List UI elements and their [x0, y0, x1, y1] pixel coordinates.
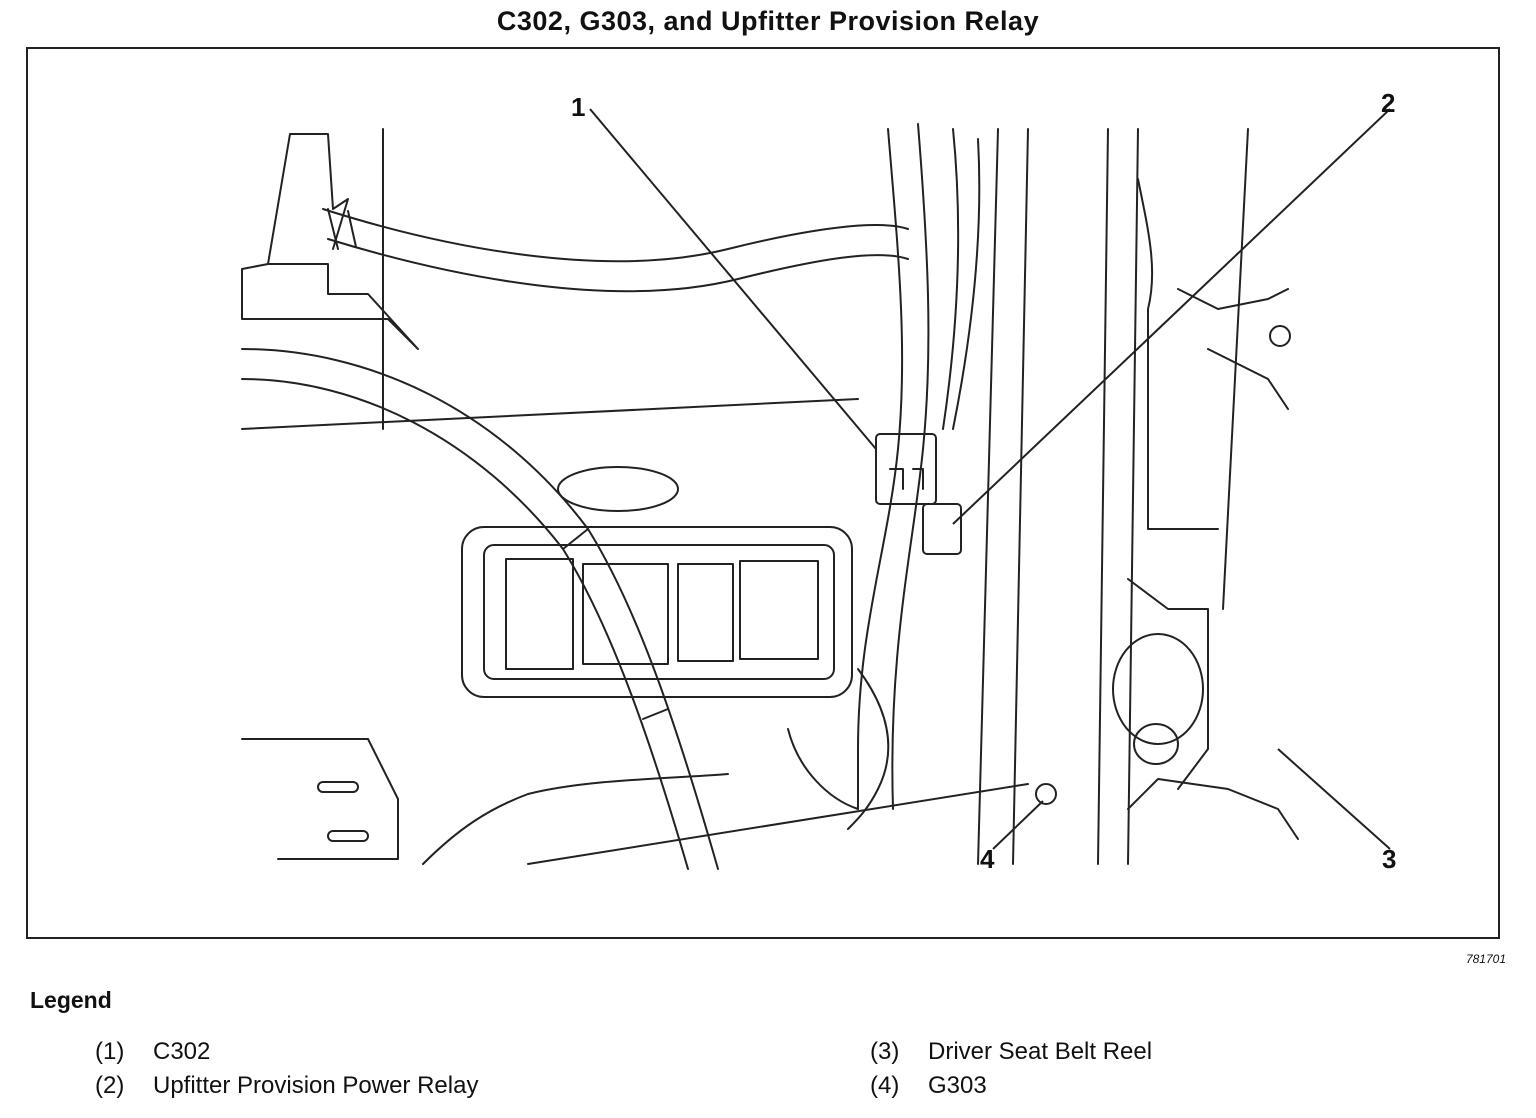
legend-item-3: (3) Driver Seat Belt Reel	[870, 1038, 1152, 1066]
seat-cable	[422, 773, 729, 865]
vent-inner	[483, 544, 835, 680]
cab-back-line-2	[241, 398, 859, 430]
g303-stud-shape	[1035, 783, 1057, 805]
lower-slot-1	[317, 781, 359, 793]
right-trim-2	[1207, 348, 1289, 410]
upper-bracket-edge	[267, 133, 349, 265]
vertical-harness-1	[857, 128, 904, 810]
c302-connector-shape	[875, 433, 937, 505]
right-fastener	[1269, 325, 1291, 347]
lower-slot-2	[327, 830, 369, 842]
vertical-harness-2	[891, 123, 930, 810]
callout-4: 4	[980, 844, 995, 874]
right-lower-trim	[1127, 778, 1299, 840]
relay-shape	[922, 503, 962, 555]
curved-harness-inner	[241, 378, 689, 870]
legend-number: (1)	[95, 1038, 125, 1065]
leader-line-3	[1277, 748, 1391, 850]
legend-number: (2)	[95, 1072, 125, 1099]
tube-clamp	[327, 208, 357, 250]
leader-line-1	[589, 108, 877, 450]
vertical-harness-3	[942, 128, 960, 430]
vent-slat-3	[677, 563, 734, 662]
mount-bump	[557, 466, 679, 512]
legend-heading: Legend	[30, 987, 112, 1013]
lower-harness-2	[787, 728, 859, 810]
lower-box	[241, 738, 399, 860]
illustration-frame	[26, 47, 1500, 939]
leader-line-2	[952, 108, 1391, 525]
leader-line-4	[992, 800, 1044, 850]
vent-slat-2	[582, 563, 669, 665]
seatbelt-reel-hub	[1133, 723, 1179, 765]
floor-line	[527, 783, 1029, 865]
upper-bracket	[241, 263, 419, 350]
pillar-panel-left	[1137, 178, 1219, 530]
vent-slat-4	[739, 560, 819, 660]
lower-harness	[847, 668, 890, 830]
line-drawing	[241, 108, 1391, 870]
c302-connector-detail	[889, 468, 924, 490]
figure-id: 781701	[1465, 952, 1506, 966]
legend-label: Upfitter Provision Power Relay	[153, 1072, 479, 1099]
vent-outer	[461, 526, 853, 698]
right-trim	[1177, 288, 1289, 310]
callout-3: 3	[1382, 844, 1397, 874]
pillar-left-1	[977, 128, 999, 865]
upper-harness-tube-bottom	[327, 238, 909, 293]
seatbelt-reel-bracket	[1127, 578, 1209, 790]
legend-item-1: (1) C302	[95, 1038, 210, 1066]
upper-harness-tube-top	[322, 208, 909, 263]
legend-item-4: (4) G303	[870, 1072, 987, 1100]
vent-slat-1	[505, 558, 574, 670]
pillar-right-1	[1097, 128, 1109, 865]
curved-harness-outer	[241, 348, 719, 870]
curved-harness-clamp	[562, 528, 669, 720]
pillar-right-3	[1222, 128, 1249, 610]
legend-number: (3)	[870, 1038, 900, 1065]
callout-1: 1	[571, 92, 586, 122]
seatbelt-reel-body	[1112, 633, 1204, 745]
legend-label: G303	[928, 1072, 987, 1099]
callout-2: 2	[1381, 88, 1396, 118]
legend-number: (4)	[870, 1072, 900, 1099]
diagram-title: C302, G303, and Upfitter Provision Relay	[496, 6, 1040, 36]
pillar-left-2	[1012, 128, 1029, 865]
legend-label: Driver Seat Belt Reel	[928, 1038, 1153, 1065]
legend-label: C302	[153, 1038, 211, 1065]
pillar-right-2	[1127, 128, 1139, 865]
legend-item-2: (2) Upfitter Provision Power Relay	[95, 1072, 478, 1100]
vertical-harness-4	[952, 138, 981, 430]
